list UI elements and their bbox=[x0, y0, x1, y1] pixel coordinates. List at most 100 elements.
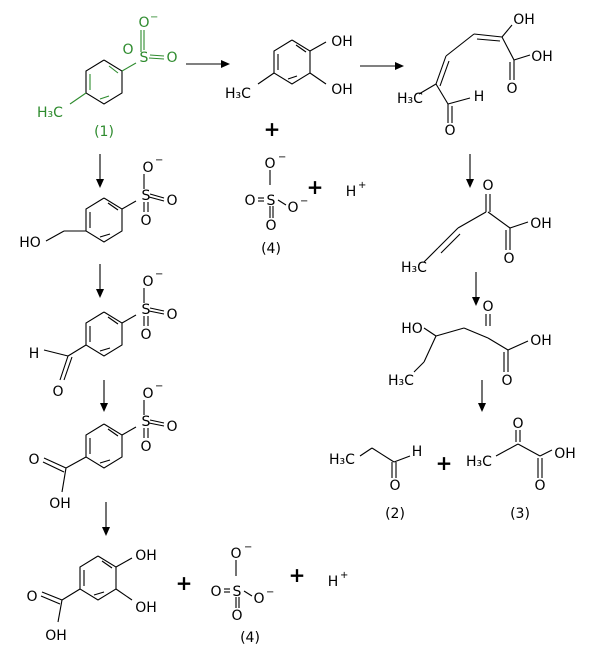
oxygen-atom: O bbox=[482, 178, 493, 194]
oxygen-atom: O bbox=[166, 307, 177, 323]
oxygen-atom: O bbox=[28, 452, 39, 468]
proton-top: H + bbox=[346, 180, 367, 200]
oxygen-atom: O bbox=[140, 213, 151, 229]
sulfur-atom: S bbox=[142, 414, 151, 430]
plus-operator: + bbox=[307, 175, 324, 199]
oxygen-atom: O bbox=[142, 160, 153, 176]
positive-charge: + bbox=[358, 180, 366, 191]
oxygen-atom: O bbox=[140, 439, 151, 455]
negative-charge: − bbox=[278, 152, 286, 163]
hydroxyl-group: OH bbox=[513, 12, 535, 28]
oxygen-atom: O bbox=[264, 156, 275, 172]
negative-charge: − bbox=[300, 196, 308, 207]
compound-4-sulfate-bottom: O − O S O − O (4) bbox=[210, 542, 274, 646]
oxygen-atom: O bbox=[166, 50, 177, 66]
arrow-down-left-2 bbox=[96, 264, 104, 298]
hydroxyl-group: OH bbox=[331, 34, 353, 50]
oxygen-atom: O bbox=[166, 419, 177, 435]
compound-label-3: (3) bbox=[510, 506, 530, 522]
plus-operator: + bbox=[176, 571, 193, 595]
negative-charge: − bbox=[266, 587, 274, 598]
hydroxymethyl-benzenesulfonate: O − S O O HO bbox=[19, 155, 177, 251]
oxygen-atom: O bbox=[142, 386, 153, 402]
arrow-down-right-1 bbox=[466, 154, 474, 188]
oxygen-atom: O bbox=[512, 416, 523, 432]
oxygen-atom: O bbox=[501, 373, 512, 389]
ring-cleavage-semialdehyde: OH OH O H O H₃C bbox=[397, 12, 553, 139]
oxohexenoate: O OH O H₃C bbox=[401, 178, 552, 276]
compound-label-1: (1) bbox=[94, 124, 114, 140]
sulfur-atom: S bbox=[142, 188, 151, 204]
hydroxyl-group: OH bbox=[135, 600, 157, 616]
hydroxyl-group: OH bbox=[530, 333, 552, 349]
oxygen-atom: O bbox=[231, 608, 242, 624]
compound-label-2: (2) bbox=[385, 506, 405, 522]
negative-charge: − bbox=[244, 542, 252, 553]
reaction-arrows bbox=[96, 60, 486, 536]
oxygen-atom: O bbox=[503, 251, 514, 267]
formyl-benzenesulfonate: O − S O O H O bbox=[29, 269, 178, 400]
compound-3-pyruvate: H₃C O OH O (3) bbox=[466, 416, 576, 522]
oxygen-atom: O bbox=[142, 274, 153, 290]
oxygen-atom: O bbox=[52, 384, 63, 400]
compound-label-4-bottom: (4) bbox=[240, 630, 260, 646]
protocatechuate: OH OH O OH bbox=[26, 548, 156, 644]
hydrogen-atom: H bbox=[346, 184, 357, 200]
hydrogen-atom: H bbox=[412, 444, 423, 460]
plus-operator: + bbox=[264, 117, 281, 141]
oxygen-atom: O bbox=[444, 123, 455, 139]
sulfur-atom: S bbox=[140, 50, 149, 66]
proton-bottom: H + bbox=[328, 570, 349, 590]
arrow-down-right-3 bbox=[478, 380, 486, 412]
sulfur-atom: S bbox=[267, 193, 276, 209]
oxygen-atom: O bbox=[287, 200, 298, 216]
hydroxyl-group: OH bbox=[45, 628, 67, 644]
compound-label-4-top: (4) bbox=[261, 241, 281, 257]
compound-2-propanal: H₃C H O (2) bbox=[329, 444, 422, 522]
methyl-group: H₃C bbox=[388, 373, 414, 389]
negative-charge: − bbox=[150, 12, 158, 23]
compound-1-toluenesulfonate: S O − O O H₃C (1) bbox=[37, 12, 177, 140]
oxygen-atom: O bbox=[506, 81, 517, 97]
methyl-group: H₃C bbox=[37, 105, 63, 121]
hydrogen-atom: H bbox=[328, 574, 339, 590]
arrow-down-left-1 bbox=[96, 154, 104, 188]
arrow-down-left-3 bbox=[100, 380, 108, 412]
plus-operator: + bbox=[436, 451, 453, 475]
compound-4-sulfate-top: O − O S O − O (4) bbox=[244, 152, 308, 257]
sulfobenzoate: O − S O O O OH bbox=[28, 381, 177, 512]
positive-charge: + bbox=[340, 570, 348, 581]
methyl-group: H₃C bbox=[225, 86, 251, 102]
oxygen-atom: O bbox=[166, 193, 177, 209]
arrow-right-1 bbox=[186, 60, 230, 68]
arrow-down-right-2 bbox=[472, 272, 480, 306]
hydrogen-atom: H bbox=[474, 89, 485, 105]
oxygen-atom: O bbox=[534, 478, 545, 494]
hydroxyl-group: OH bbox=[530, 216, 552, 232]
hydroxyl-group: HO bbox=[19, 235, 41, 251]
oxygen-atom: O bbox=[244, 193, 255, 209]
hydroxyl-group: OH bbox=[49, 496, 71, 512]
hydroxyl-group: OH bbox=[554, 446, 576, 462]
hydrogen-atom: H bbox=[29, 346, 40, 362]
plus-operator: + bbox=[289, 563, 306, 587]
methyl-group: H₃C bbox=[466, 454, 492, 470]
negative-charge: − bbox=[155, 381, 163, 392]
hydroxyl-group: OH bbox=[531, 49, 553, 65]
oxygen-atom: O bbox=[122, 42, 133, 58]
sulfur-atom: S bbox=[233, 584, 242, 600]
hydroxyl-group: OH bbox=[331, 82, 353, 98]
oxygen-atom: O bbox=[265, 218, 276, 234]
methyl-group: H₃C bbox=[329, 452, 355, 468]
oxygen-atom: O bbox=[26, 589, 37, 605]
negative-charge: − bbox=[155, 269, 163, 280]
hydroxyl-group: OH bbox=[135, 548, 157, 564]
sulfur-atom: S bbox=[142, 302, 151, 318]
oxygen-atom: O bbox=[138, 15, 149, 31]
arrow-down-left-4 bbox=[102, 502, 110, 536]
hydroxyl-group: HO bbox=[401, 321, 423, 337]
methyl-group: H₃C bbox=[401, 260, 427, 276]
compound-4-methylcatechol: OH OH H₃C bbox=[225, 34, 353, 102]
negative-charge: − bbox=[155, 155, 163, 166]
